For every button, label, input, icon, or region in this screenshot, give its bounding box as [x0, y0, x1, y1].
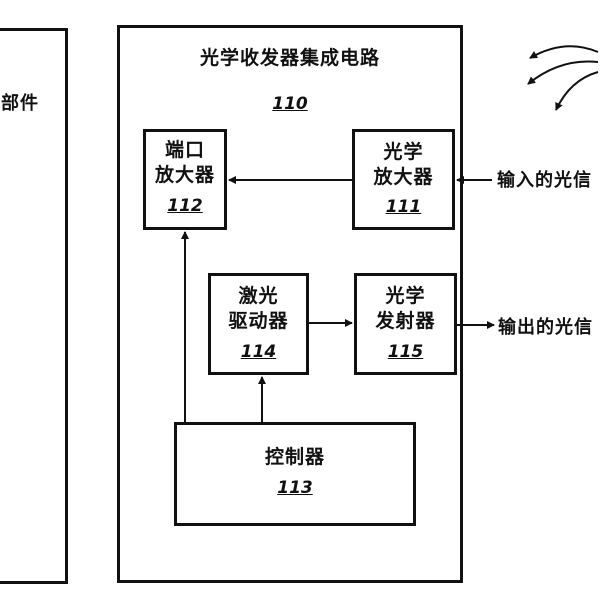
optical-transmitter-line2: 发射器	[375, 310, 436, 332]
ic-ref: 110	[272, 94, 308, 114]
laser-driver-line2: 驱动器	[228, 310, 289, 332]
controller-block: 控制器 113	[174, 422, 416, 526]
port-amplifier-block: 端口 放大器 112	[143, 129, 227, 230]
laser-driver-line1: 激光	[238, 285, 279, 307]
laser-driver-ref: 114	[240, 342, 277, 362]
wireless-arrow-3	[555, 71, 599, 111]
optical-transmitter-block: 光学 发射器 115	[354, 273, 457, 375]
port-amplifier-line1: 端口	[164, 139, 205, 161]
optical-transmitter-line1: 光学	[385, 285, 426, 307]
ic-title: 光学收发器集成电路	[199, 47, 380, 69]
controller-ref: 113	[277, 478, 313, 498]
input-signal-label: 输入的光信	[497, 170, 592, 191]
wireless-arrow-1	[529, 45, 599, 59]
optical-amplifier-line2: 放大器	[373, 166, 434, 188]
optical-transmitter-ref: 115	[387, 342, 424, 362]
port-amplifier-line2: 放大器	[154, 164, 215, 186]
left-component-label: 部件	[1, 93, 39, 114]
port-amplifier-ref: 112	[167, 196, 203, 216]
laser-driver-block: 激光 驱动器 114	[208, 273, 309, 375]
controller-label: 控制器	[264, 446, 325, 468]
wireless-arrow-2	[527, 60, 599, 85]
optical-amplifier-line1: 光学	[383, 141, 424, 163]
optical-amplifier-block: 光学 放大器 111	[352, 129, 455, 230]
output-signal-label: 输出的光信	[498, 317, 593, 338]
optical-amplifier-ref: 111	[385, 197, 422, 217]
left-component-box: 部件	[0, 28, 68, 584]
